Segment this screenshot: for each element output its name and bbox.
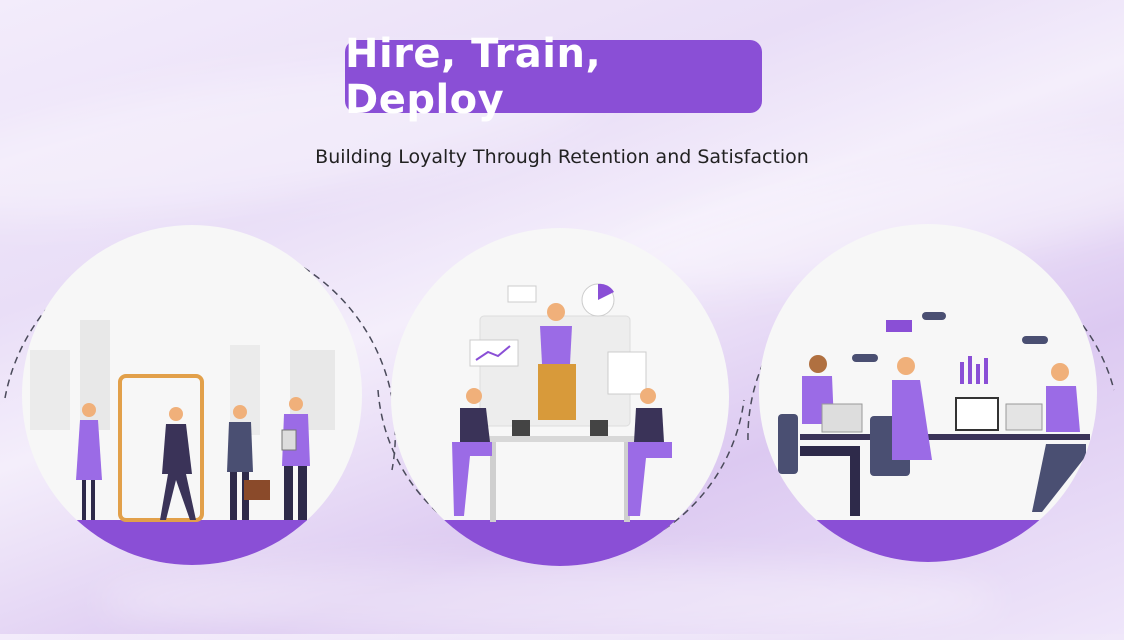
- deploy-illustration: [759, 224, 1097, 562]
- train-illustration: [391, 228, 729, 566]
- slide-subtitle: Building Loyalty Through Retention and S…: [315, 146, 809, 168]
- background-wave: [100, 560, 1000, 640]
- dashed-arc-left: [4, 236, 397, 471]
- title-banner: Hire, Train, Deploy: [345, 31, 762, 123]
- hire-illustration: [22, 225, 362, 565]
- slide-title: Hire, Train, Deploy: [345, 30, 602, 123]
